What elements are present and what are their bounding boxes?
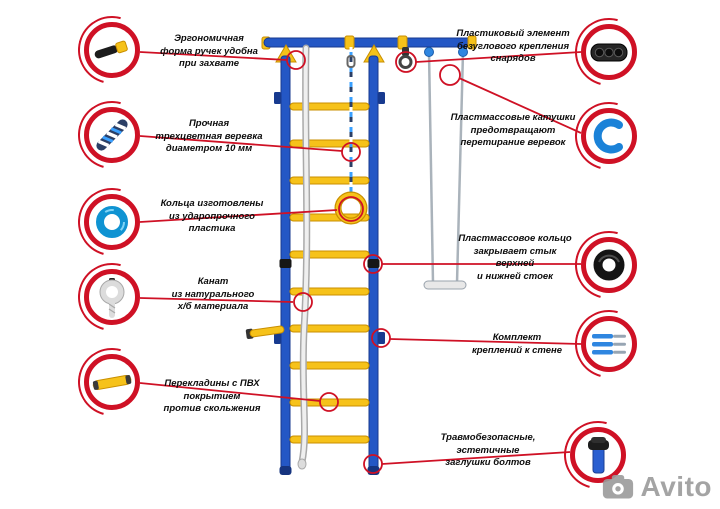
corner-mount-icon bbox=[590, 43, 628, 62]
camera-icon bbox=[602, 475, 633, 499]
wall-bars-frame bbox=[245, 35, 477, 475]
target-markers bbox=[286, 50, 461, 474]
avito-watermark: Avito bbox=[602, 471, 712, 503]
gym-rings bbox=[334, 47, 368, 225]
handle-icon bbox=[94, 40, 128, 59]
callout-label-cotton-rope: Канат из натурального х/б материала bbox=[171, 276, 255, 313]
callout-badge-corner-mount bbox=[581, 24, 637, 80]
callout-badge-handle bbox=[84, 22, 140, 78]
spool-icon bbox=[593, 118, 623, 154]
sleeve-ring-icon bbox=[593, 249, 625, 281]
callout-label-sleeve-ring: Пластмассовое кольцо закрывает стык верх… bbox=[458, 233, 572, 282]
callout-badge-rung bbox=[84, 354, 140, 410]
callout-label-wall-anchors: Комплект креплений к стене bbox=[471, 332, 563, 356]
callout-label-handle: Эргономичная форма ручек удобна при захв… bbox=[160, 33, 258, 70]
callout-badge-wall-anchors bbox=[581, 316, 637, 372]
callout-label-ring: Кольца изготовлены из ударопрочного плас… bbox=[160, 198, 264, 235]
corner-mount-element bbox=[398, 47, 413, 69]
callout-badge-rope bbox=[84, 107, 140, 163]
trapeze-swing bbox=[423, 47, 468, 290]
watermark-text: Avito bbox=[640, 471, 712, 502]
rope-icon bbox=[96, 119, 128, 151]
side-handle bbox=[245, 325, 285, 340]
callout-label-corner-mount: Пластиковый элемент безуглового креплени… bbox=[456, 28, 570, 65]
callout-badge-ring bbox=[84, 194, 140, 250]
ring-icon bbox=[96, 206, 128, 238]
cotton-rope-icon bbox=[99, 278, 125, 318]
callout-badge-bolt-cap bbox=[570, 427, 626, 483]
callout-label-rung: Перекладины с ПВХ покрытием против сколь… bbox=[163, 378, 261, 415]
rung-icon bbox=[92, 374, 132, 391]
callout-badge-sleeve-ring bbox=[581, 237, 637, 293]
callout-lines bbox=[139, 51, 582, 465]
wall-anchors-icon bbox=[592, 334, 626, 355]
climbing-rope bbox=[297, 44, 311, 470]
callout-label-rope: Прочная трехцветная веревка диаметром 10… bbox=[155, 118, 263, 155]
callout-badge-spool bbox=[581, 108, 637, 164]
callout-label-spool: Пластмассовые катушки предотвращают пере… bbox=[450, 112, 576, 149]
callout-badge-cotton-rope bbox=[84, 269, 140, 325]
callout-label-bolt-cap: Травмобезопасные, эстетичные заглушки бо… bbox=[440, 432, 536, 469]
